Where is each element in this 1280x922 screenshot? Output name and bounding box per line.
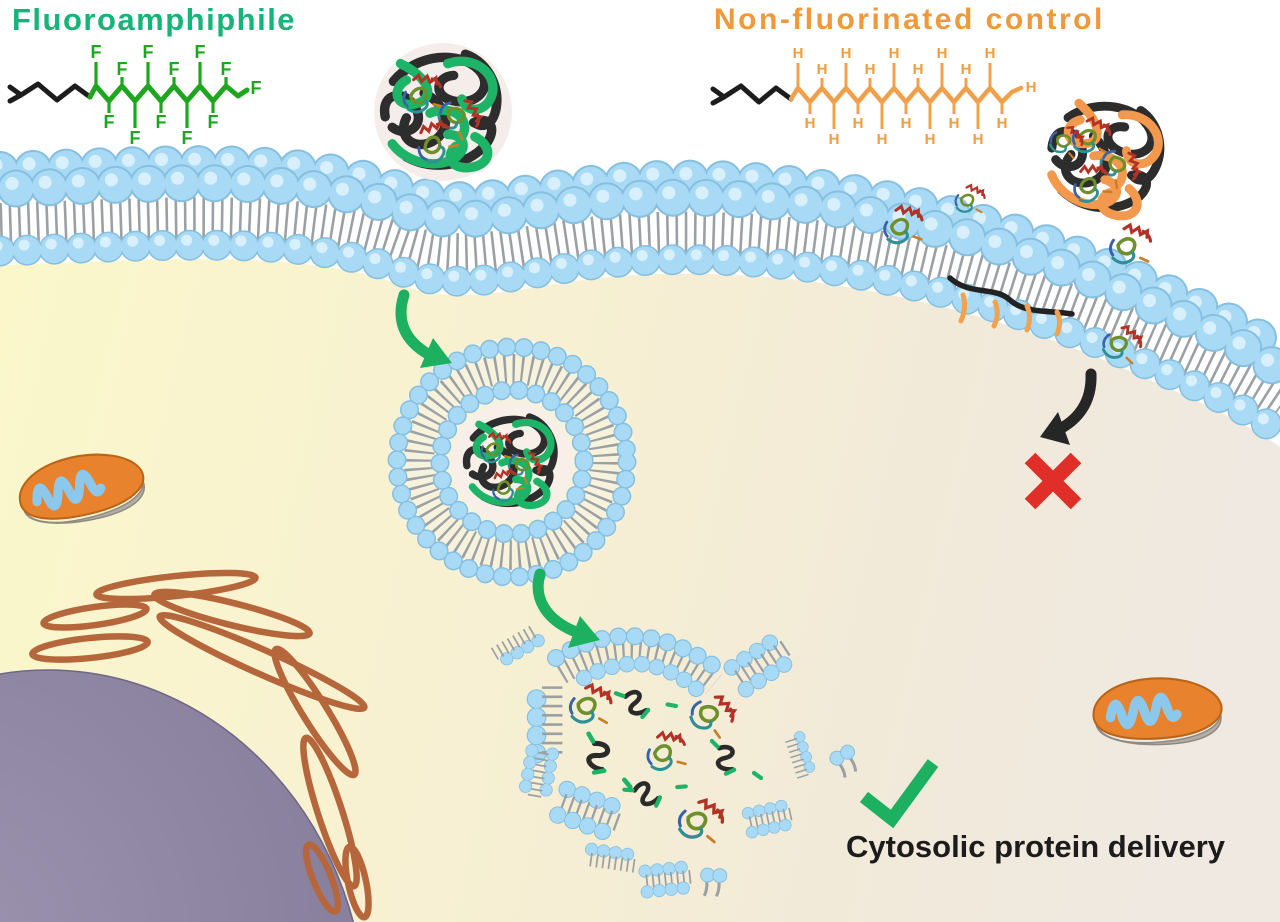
blocked-arrow [1040, 368, 1097, 445]
fluoroamphiphile-structure [7, 42, 262, 148]
endosome-vesicle [387, 337, 637, 587]
endosome-escape-arrow [532, 568, 600, 648]
control-panel: Non-fluorinated control [710, 3, 1105, 148]
fluoro-nanoparticle [374, 43, 512, 181]
ruptured-endosome [494, 632, 864, 902]
fluoroamphiphile-title: Fluoroamphiphile [12, 2, 296, 37]
fluoroamphiphile-panel: Fluoroamphiphile [7, 2, 296, 148]
control-polymer-in-membrane [947, 275, 1075, 337]
endoplasmic-reticulum [29, 569, 372, 921]
nucleus [0, 669, 354, 922]
success-check-icon [859, 759, 939, 829]
caption-cytosolic-delivery: Cytosolic protein delivery [846, 829, 1226, 864]
control-title: Non-fluorinated control [714, 3, 1105, 36]
membrane-stuck-cargo [879, 201, 1147, 366]
failure-cross-icon [1024, 452, 1082, 510]
internalization-arrow [395, 289, 452, 368]
control-structure [710, 45, 1037, 148]
